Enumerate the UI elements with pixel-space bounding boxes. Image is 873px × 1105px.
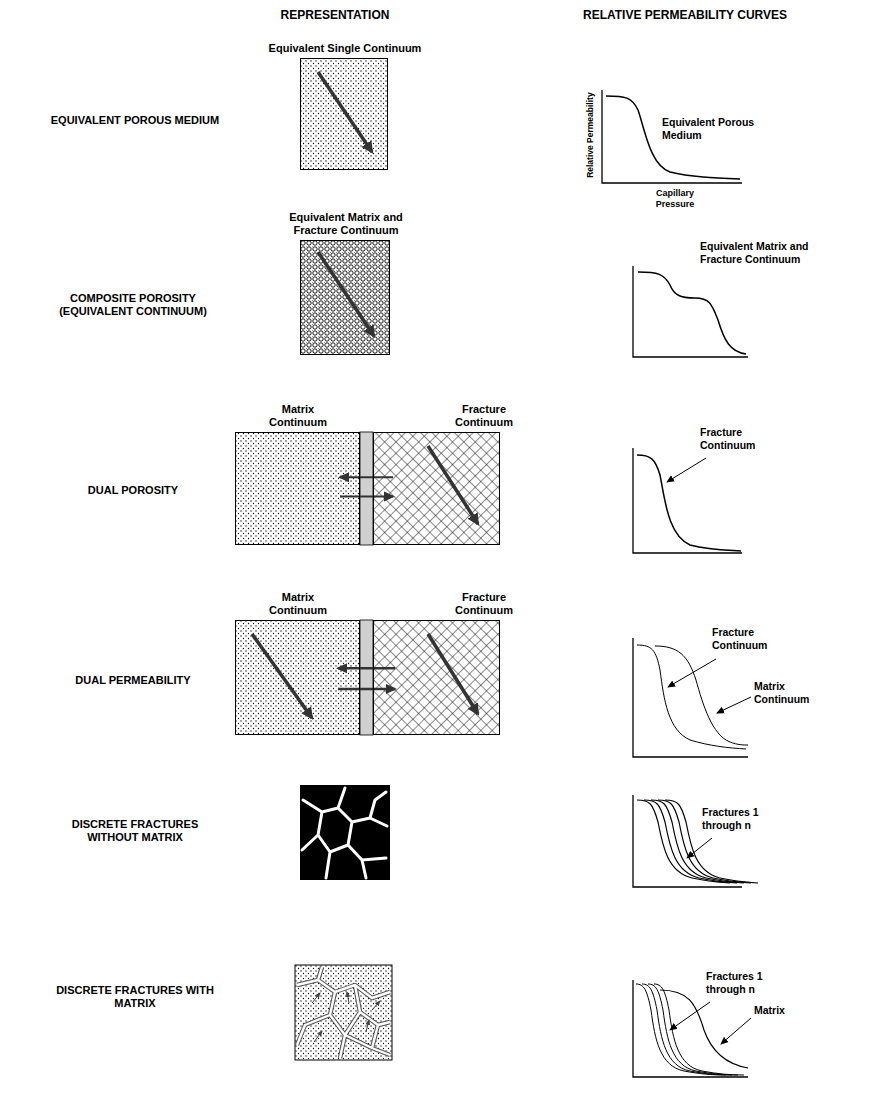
fracture-network <box>297 967 390 1058</box>
text-label: Fractures 1 through n <box>702 806 780 831</box>
continuum-box: Matrix Continuum <box>235 432 360 545</box>
exchange-arrow <box>340 495 393 497</box>
flow-arrow <box>318 252 374 336</box>
text-label: Equivalent Matrix and Fracture Continuum <box>700 240 850 265</box>
exchange-arrow <box>314 1031 322 1042</box>
matrix-curve <box>655 646 748 745</box>
continuum-box: Matrix Continuum <box>235 620 360 735</box>
flow-arrow <box>318 72 372 152</box>
leader-line <box>717 697 751 713</box>
text-label: EQUIVALENT POROUS MEDIUM <box>40 114 230 127</box>
text-label: Fracture Continuum <box>712 626 792 651</box>
exchange-arrow <box>340 476 393 478</box>
continuum-box: Fracture Continuum <box>373 432 500 545</box>
text-label: DUAL POROSITY <box>48 484 218 497</box>
curve <box>637 455 741 551</box>
leader-line <box>721 1018 751 1044</box>
box-heading: Equivalent Matrix and Fracture Continuum <box>271 211 421 237</box>
box-heading: Matrix Continuum <box>258 403 338 429</box>
text-label: Capillary Pressure <box>640 188 710 210</box>
axis-label: Relative Permeability <box>585 75 595 195</box>
axis <box>633 266 748 357</box>
exchange-arrows <box>312 992 380 1042</box>
text-label: DISCRETE FRACTURES WITHOUT MATRIX <box>55 818 215 844</box>
stipple-fill <box>235 432 360 545</box>
fracture-network <box>302 788 387 878</box>
leader-line <box>668 659 716 687</box>
stipple-fill <box>300 58 388 170</box>
fracture-edge <box>297 967 390 1058</box>
flow-arrow <box>428 634 478 714</box>
curve <box>648 984 738 1075</box>
fracture-curve <box>637 645 746 749</box>
interface-strip <box>360 620 373 735</box>
crosshatch-fill <box>373 432 500 545</box>
plot-axes <box>602 90 748 1077</box>
box-heading: Fracture Continuum <box>444 403 524 429</box>
continuum-box: Equivalent Matrix and Fracture Continuum <box>300 240 390 355</box>
text-label: Fractures 1 through n <box>706 970 784 995</box>
matrix-curve <box>660 990 748 1068</box>
continuum-box: Equivalent Single Continuum <box>300 58 388 170</box>
flow-arrow <box>428 446 478 524</box>
axis <box>633 448 742 553</box>
interface-strip <box>360 432 373 545</box>
continuum-box: Fracture Continuum <box>373 620 500 735</box>
text-label: RELATIVE PERMEABILITY CURVES <box>555 8 815 22</box>
composite-fill <box>300 240 390 355</box>
fracture-block <box>300 785 390 880</box>
curve <box>654 984 744 1075</box>
text-label: DISCRETE FRACTURES WITH MATRIX <box>55 984 215 1010</box>
exchange-arrow <box>338 667 395 670</box>
curve <box>636 984 726 1075</box>
text-label: Fracture Continuum <box>700 426 780 451</box>
exchange-arrow <box>312 993 320 1003</box>
leader-line <box>667 458 706 482</box>
text-label: Matrix <box>754 1004 814 1017</box>
crosshatch-fill <box>373 620 500 735</box>
leader-line <box>670 1002 710 1030</box>
exchange-arrow <box>338 688 395 691</box>
stipple-fill <box>235 620 360 735</box>
leaders <box>667 458 751 1044</box>
fracture-aperture <box>297 967 390 1058</box>
box-heading: Equivalent Single Continuum <box>245 42 445 55</box>
exchange-arrow <box>347 992 349 1003</box>
leader-line <box>687 838 712 858</box>
exchange-arrow <box>372 1001 380 1010</box>
text-label: Matrix Continuum <box>754 680 834 705</box>
text-label: Equivalent Porous Medium <box>662 116 756 141</box>
box-heading: Fracture Continuum <box>444 591 524 617</box>
text-label: DUAL PERMEABILITY <box>48 674 218 687</box>
flow-arrow <box>252 634 312 718</box>
axis <box>633 638 748 757</box>
stipple-fill <box>295 965 392 1060</box>
curve <box>638 272 746 354</box>
text-label: COMPOSITE POROSITY (EQUIVALENT CONTINUUM… <box>48 292 218 318</box>
text-label: REPRESENTATION <box>235 8 435 22</box>
box-heading: Matrix Continuum <box>258 591 338 617</box>
exchange-arrow <box>366 1020 369 1032</box>
